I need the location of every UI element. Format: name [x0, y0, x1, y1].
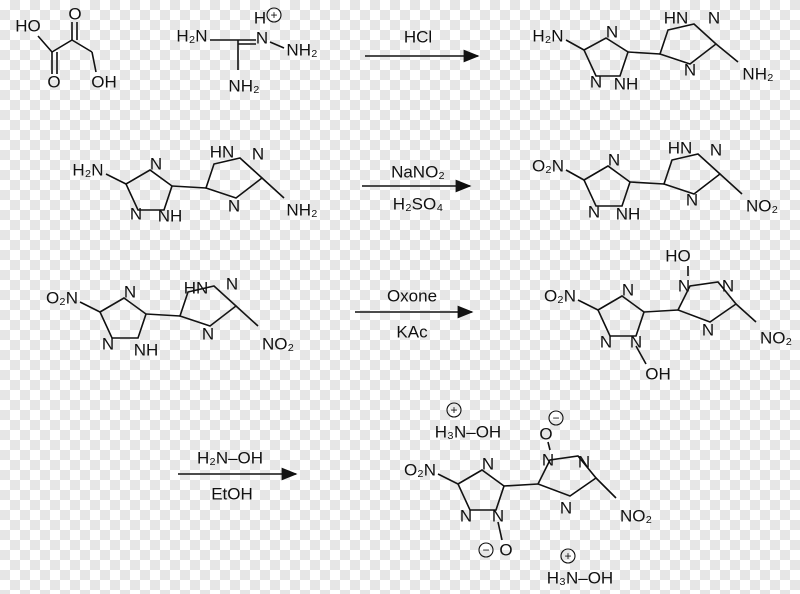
svg-text:H₂N: H₂N: [532, 27, 563, 46]
svg-text:N: N: [684, 61, 696, 80]
svg-text:N: N: [492, 507, 504, 526]
arrow-step4: H₂N–OH EtOH: [178, 449, 298, 504]
svg-text:N: N: [588, 203, 600, 222]
svg-text:N: N: [226, 275, 238, 294]
ag-nh2: NH₂: [286, 41, 317, 60]
cation-2: H₃N–OH: [547, 569, 613, 588]
svg-text:NH: NH: [614, 75, 639, 94]
svg-text:N: N: [630, 333, 642, 352]
svg-text:NH₂: NH₂: [286, 201, 317, 220]
svg-text:N: N: [460, 507, 472, 526]
cond-oxone: Oxone: [387, 287, 437, 306]
svg-text:N: N: [228, 197, 240, 216]
svg-text:N: N: [708, 9, 720, 28]
aminoguanidinium: H₂N NH₂ H + N NH₂: [176, 7, 318, 96]
svg-text:HN: HN: [664, 9, 689, 28]
svg-text:+: +: [450, 403, 457, 417]
svg-text:N: N: [542, 451, 554, 470]
svg-text:O₂N: O₂N: [46, 289, 78, 308]
svg-text:N: N: [606, 23, 618, 42]
cond-hcl: HCl: [404, 28, 432, 47]
oxalic-o2: O: [68, 5, 81, 24]
svg-text:OH: OH: [645, 365, 671, 384]
arrow-step2: NaNO₂ H₂SO₄: [362, 163, 472, 214]
svg-text:HN: HN: [184, 279, 209, 298]
svg-text:NH: NH: [134, 341, 159, 360]
cond-etoh: EtOH: [211, 485, 253, 504]
svg-text:N: N: [202, 325, 214, 344]
arrow-step1: HCl: [365, 28, 480, 63]
svg-text:O₂N: O₂N: [532, 157, 564, 176]
oxalic-oh: OH: [91, 73, 117, 92]
cond-hydroxylamine: H₂N–OH: [197, 449, 263, 468]
svg-text:N: N: [686, 191, 698, 210]
svg-text:O₂N: O₂N: [544, 287, 576, 306]
svg-text:N: N: [130, 205, 142, 224]
svg-text:O: O: [499, 541, 512, 560]
oxalic-o1: O: [47, 73, 60, 92]
svg-text:HO: HO: [665, 247, 691, 266]
ag-nh2b: NH₂: [228, 77, 259, 96]
svg-text:N: N: [482, 455, 494, 474]
svg-text:NO₂: NO₂: [620, 507, 652, 526]
svg-text:O: O: [539, 425, 552, 444]
product-diamino-bitriazole-1: H₂N N N NH HN N N NH₂: [532, 9, 773, 94]
svg-text:NH: NH: [158, 207, 183, 226]
reactant-diamino-bitriazole-2: H₂N N N NH HN N N NH₂: [72, 143, 317, 226]
svg-text:N: N: [600, 333, 612, 352]
arrow-step3: Oxone KAc: [355, 287, 474, 342]
svg-text:HN: HN: [210, 143, 235, 162]
cond-kac: KAc: [396, 323, 428, 342]
cond-nano2: NaNO₂: [391, 163, 445, 182]
svg-text:H₂N: H₂N: [72, 161, 103, 180]
svg-text:N: N: [622, 281, 634, 300]
svg-text:+: +: [564, 549, 571, 563]
svg-text:N: N: [608, 151, 620, 170]
product-dinitro-bitriazole-1: O₂N N N NH HN N N NO₂: [532, 139, 778, 224]
svg-text:−: −: [482, 543, 489, 557]
svg-text:NH₂: NH₂: [742, 65, 773, 84]
cond-h2so4: H₂SO₄: [393, 195, 443, 214]
svg-text:−: −: [552, 411, 559, 425]
reactant-dinitro-bitriazole-2: O₂N N N NH HN N N NO₂: [46, 275, 294, 360]
product-hydroxylammonium-salt: + H₃N–OH O₂N N N N O − N O − N N NO₂ + H…: [404, 402, 652, 588]
svg-text:N: N: [102, 335, 114, 354]
svg-text:N: N: [722, 277, 734, 296]
svg-text:NO₂: NO₂: [262, 335, 294, 354]
svg-text:N: N: [150, 155, 162, 174]
svg-text:O₂N: O₂N: [404, 461, 436, 480]
ag-h2n: H₂N: [176, 27, 207, 46]
svg-text:NO₂: NO₂: [746, 197, 778, 216]
svg-text:N: N: [710, 141, 722, 160]
svg-text:NO₂: NO₂: [760, 329, 792, 348]
ag-plus: +: [270, 8, 277, 22]
svg-text:N: N: [252, 145, 264, 164]
cation-1: H₃N–OH: [435, 423, 501, 442]
svg-text:N: N: [702, 321, 714, 340]
svg-text:N: N: [578, 453, 590, 472]
svg-text:N: N: [124, 283, 136, 302]
svg-text:HN: HN: [668, 139, 693, 158]
product-dihydroxy-dinitro-bitriazole: O₂N N N N OH N HO N N NO₂: [544, 247, 792, 384]
oxalic-ho: HO: [15, 17, 41, 36]
ag-h: H: [254, 9, 266, 28]
svg-text:N: N: [590, 73, 602, 92]
svg-text:N: N: [560, 499, 572, 518]
oxalic-acid: HO O O OH: [15, 5, 117, 92]
svg-text:NH: NH: [616, 205, 641, 224]
ag-n: N: [256, 29, 268, 48]
svg-text:N: N: [678, 277, 690, 296]
